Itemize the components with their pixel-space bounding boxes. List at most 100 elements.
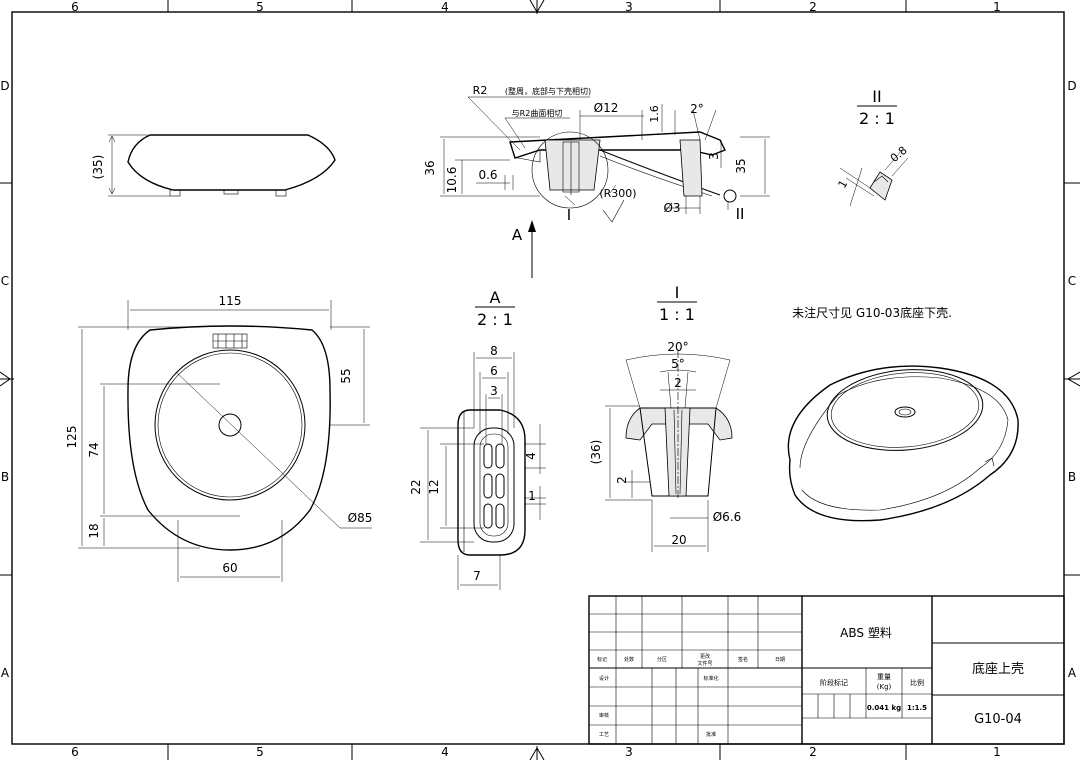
col-label-bottom-1: 1	[993, 745, 1001, 759]
detail-II-dim-1: 1	[836, 178, 851, 191]
top-dim-60: 60	[222, 561, 237, 575]
detail-I-dim-2-top: 2	[674, 376, 682, 390]
section-r300: (R300)	[599, 187, 636, 200]
rev-header-zone: 分区	[657, 656, 667, 663]
top-dim-18: 18	[87, 523, 101, 538]
view-A-dim-1: 1	[528, 489, 536, 503]
rev-header-count: 处数	[624, 656, 634, 663]
role-design: 设计	[599, 675, 609, 682]
rev-header-sign: 签名	[738, 656, 748, 663]
detail-II-view	[839, 105, 909, 207]
rev-header-change-1: 更改	[700, 653, 710, 660]
section-dim-1-6: 1.6	[648, 105, 661, 123]
section-dim-3: 3	[707, 152, 721, 160]
role-process: 工艺	[599, 732, 609, 738]
detail-I-dia6-6: Ø6.6	[713, 510, 742, 524]
col-label-bottom-5: 5	[256, 745, 264, 759]
detail-II-scale: 2 : 1	[859, 109, 895, 128]
title-block-material: ABS 塑料	[840, 625, 892, 640]
detail-I-angle-5: 5°	[671, 357, 685, 371]
col-label-top-5: 5	[256, 0, 264, 14]
general-note: 未注尺寸见 G10-03底座下壳.	[792, 305, 952, 320]
rev-header-change-2: 文件号	[697, 660, 712, 667]
top-dim-55: 55	[339, 368, 353, 383]
section-r2-detail: (整周，底部与下壳相切)	[505, 86, 591, 96]
isometric-view	[787, 365, 1019, 522]
col-label-top-4: 4	[441, 0, 449, 14]
top-view	[78, 300, 372, 582]
detail-I-dim-20: 20	[671, 533, 686, 547]
detail-II-title: II	[872, 87, 881, 106]
role-standard: 标准化	[703, 675, 718, 682]
section-view	[440, 96, 770, 278]
row-label-right-D: D	[1067, 79, 1076, 93]
view-A-dim-4: 4	[524, 452, 538, 460]
row-label-right-B: B	[1068, 470, 1076, 484]
col-label-bottom-4: 4	[441, 745, 449, 759]
row-label-left-D: D	[0, 79, 9, 93]
col-label-top-1: 1	[993, 0, 1001, 14]
role-review: 审核	[599, 712, 609, 719]
title-block-mass-label-2: (Kg)	[877, 683, 892, 691]
side-dim-35: (35)	[91, 155, 105, 180]
row-label-right-C: C	[1068, 274, 1076, 288]
detail-I-view	[605, 301, 733, 552]
view-A-scale: 2 : 1	[477, 310, 513, 329]
detail-I-title: I	[675, 283, 680, 302]
title-block-stage-label: 阶段标记	[820, 678, 848, 687]
view-A-detail	[420, 306, 546, 590]
view-A-dim-22: 22	[409, 479, 423, 494]
view-A-dim-8: 8	[490, 344, 498, 358]
side-view	[108, 134, 336, 197]
col-label-top-6: 6	[71, 0, 79, 14]
section-angle-2: 2°	[690, 102, 704, 116]
view-A-dim-7: 7	[473, 569, 481, 583]
section-dia3: Ø3	[663, 201, 680, 215]
role-approve: 批准	[706, 731, 716, 738]
section-dim-0-6: 0.6	[478, 168, 497, 182]
title-block-mass-label-1: 重量	[877, 673, 891, 681]
section-detail-II-marker: II	[736, 205, 745, 223]
row-label-right-A: A	[1068, 666, 1077, 680]
detail-I-scale: 1 : 1	[659, 305, 695, 324]
top-dia85: Ø85	[348, 511, 373, 525]
section-detail-I-marker: I	[567, 206, 571, 224]
col-label-bottom-6: 6	[71, 745, 79, 759]
top-dim-125: 125	[65, 426, 79, 449]
section-r2-tangent: 与R2曲面相切	[512, 108, 563, 118]
detail-I-dim-36: (36)	[589, 440, 603, 465]
title-block	[588, 595, 1065, 745]
row-label-left-C: C	[1, 274, 9, 288]
rev-header-mark: 标记	[597, 656, 607, 663]
top-dim-115: 115	[219, 294, 242, 308]
title-block-scale-label: 比例	[910, 678, 924, 687]
col-label-bottom-3: 3	[625, 745, 633, 759]
view-A-dim-12: 12	[427, 479, 441, 494]
row-label-left-A: A	[1, 666, 10, 680]
title-block-part-name: 底座上壳	[972, 661, 1024, 677]
col-label-top-2: 2	[809, 0, 817, 14]
section-r2-label: R2	[473, 84, 488, 97]
title-block-mass-value: 0.041 kg	[867, 704, 901, 712]
detail-I-dim-2: 2	[615, 476, 629, 484]
detail-I-angle-20: 20°	[667, 340, 688, 354]
view-A-title: A	[490, 288, 501, 307]
col-label-top-3: 3	[625, 0, 633, 14]
title-block-scale-value: 1:1.5	[907, 704, 927, 712]
view-A-dim-3: 3	[490, 384, 498, 398]
view-A-dim-6: 6	[490, 364, 498, 378]
section-view-A-marker: A	[512, 226, 523, 244]
section-dim-35: 35	[734, 158, 748, 173]
row-label-left-B: B	[1, 470, 9, 484]
top-dim-74: 74	[87, 442, 101, 457]
title-block-drawing-no: G10-04	[974, 712, 1022, 727]
rev-header-date: 日期	[775, 657, 785, 663]
section-dim-10-6: 10.6	[445, 167, 459, 194]
col-label-bottom-2: 2	[809, 745, 817, 759]
section-dim-36: 36	[423, 160, 437, 175]
detail-II-dim-0-8: 0.8	[888, 144, 910, 165]
section-dia12: Ø12	[594, 101, 619, 115]
